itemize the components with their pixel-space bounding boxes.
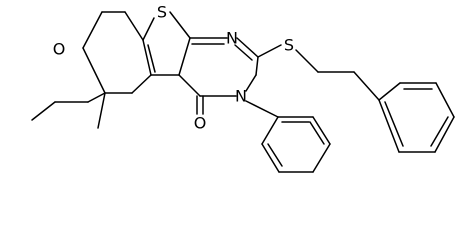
n-phenyl-bond [245, 100, 279, 118]
atom-oxygen-carbonyl: O [194, 114, 207, 133]
methyl-group [97, 92, 106, 129]
chemical-structure-diagram: O S N S N O [31, 3, 455, 173]
atom-oxygen-ring: O [53, 40, 66, 59]
phenyl-ring-n [261, 116, 331, 173]
atom-sulfur-thiophene: S [157, 3, 167, 22]
pyran-ring [82, 11, 152, 94]
pyrimidinone-ring [178, 37, 259, 97]
thiophene-ring [142, 11, 191, 76]
atom-sulfur-thioether: S [284, 36, 294, 55]
phenyl-ring-benzyl [378, 82, 455, 153]
ethyl-group [31, 92, 106, 121]
phenethyl-chain [257, 44, 380, 101]
atom-nitrogen-1: N [226, 29, 238, 48]
carbonyl-group [196, 95, 204, 115]
atom-nitrogen-3: N [235, 87, 247, 106]
